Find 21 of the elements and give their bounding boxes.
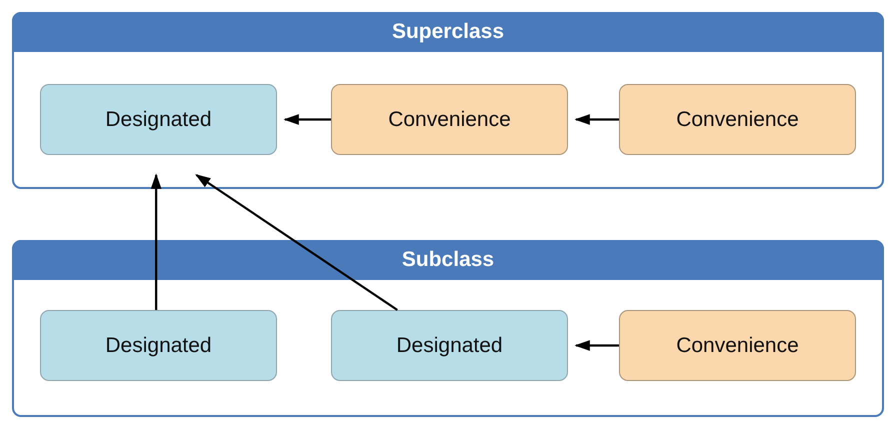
designated-initializer-box <box>40 84 277 155</box>
arrow <box>195 174 398 311</box>
class-panel <box>12 12 884 189</box>
panel-header: Subclass <box>12 240 884 280</box>
convenience-initializer-box <box>619 84 856 155</box>
box-label: Designated <box>396 334 503 358</box>
box-label: Designated <box>105 108 212 132</box>
arrow <box>574 340 619 351</box>
arrow <box>150 173 162 310</box>
arrow <box>283 114 331 125</box>
box-label: Convenience <box>676 334 799 358</box>
convenience-initializer-box <box>331 84 568 155</box>
arrow <box>574 114 619 125</box>
convenience-initializer-box <box>619 310 856 381</box>
box-label: Designated <box>105 334 212 358</box>
designated-initializer-box <box>331 310 568 381</box>
class-panel <box>12 240 884 417</box>
box-label: Convenience <box>676 108 799 132</box>
designated-initializer-box <box>40 310 277 381</box>
panel-header: Superclass <box>12 12 884 52</box>
box-label: Convenience <box>388 108 511 132</box>
